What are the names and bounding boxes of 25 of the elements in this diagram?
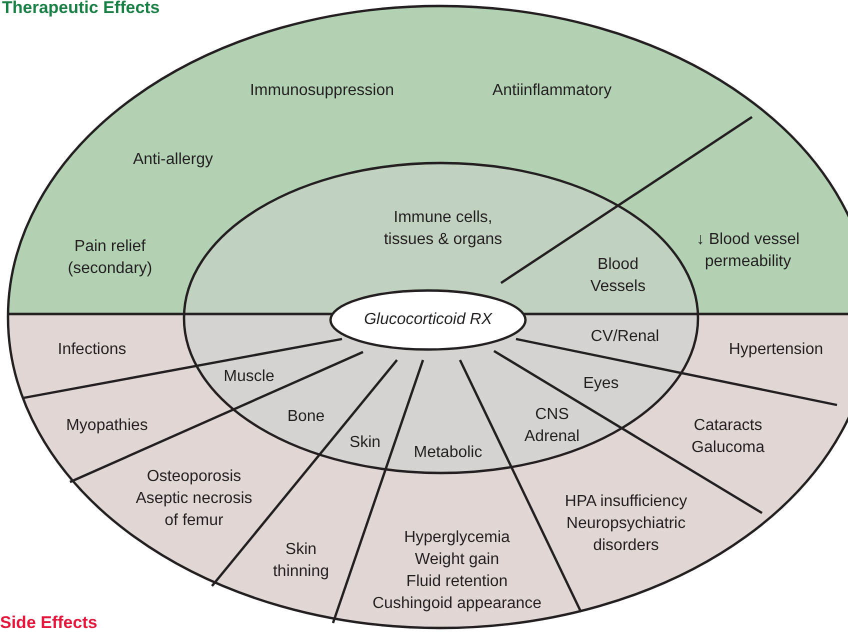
sector-label: Metabolic <box>414 443 482 463</box>
sector-label: Antiinflammatory <box>492 81 612 101</box>
sector-label: Blood Vessels <box>590 255 646 297</box>
center-label: Glucocorticoid RX <box>364 311 492 329</box>
sector-label: Muscle <box>224 367 274 387</box>
sector-label: Osteoporosis Aseptic necrosis of femur <box>136 467 252 531</box>
sector-label: Immunosuppression <box>250 81 394 101</box>
section-heading: Side Effects <box>0 612 98 633</box>
sector-label: Immune cells, tissues & organs <box>384 208 502 250</box>
sector-label: Skin <box>349 433 381 453</box>
sector-label: Hypertension <box>728 340 824 360</box>
sector-label: Eyes <box>583 374 619 394</box>
sector-label: Myopathies <box>66 416 148 436</box>
sector-label: Cataracts Galucoma <box>692 416 764 458</box>
sector-label: Bone <box>287 407 325 427</box>
sector-label: Anti-allergy <box>132 150 214 170</box>
sector-label: ↓ Blood vessel permeability <box>696 230 800 272</box>
sector-label: Infections <box>58 340 126 360</box>
section-heading: Therapeutic Effects <box>2 0 160 19</box>
sector-label: CV/Renal <box>590 327 660 347</box>
sector-label: CNS Adrenal <box>524 405 580 447</box>
sector-label: HPA insufficiency Neuropsychiatric disorders <box>564 492 688 556</box>
sector-label: Skin thinning <box>272 540 330 582</box>
sector-label: Hyperglycemia Weight gain Fluid retention Cushingoid appearance <box>372 528 542 614</box>
sector-label: Pain relief (secondary) <box>68 237 152 279</box>
